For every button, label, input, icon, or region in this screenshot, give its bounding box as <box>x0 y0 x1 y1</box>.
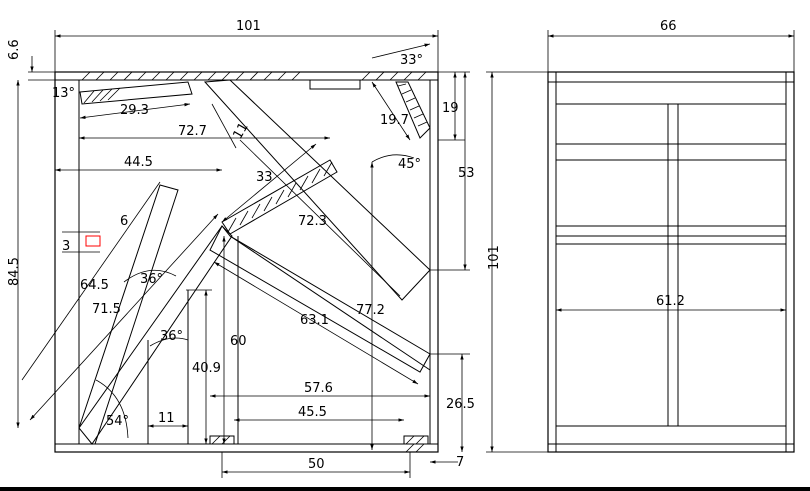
dim-angle-45: 45° <box>398 157 421 172</box>
dim-72-3: 72.3 <box>298 214 327 229</box>
dim-64-5: 64.5 <box>80 278 109 293</box>
dim-45-5: 45.5 <box>298 405 327 420</box>
top-right-brace <box>395 81 431 139</box>
dim-72-7: 72.7 <box>178 124 207 139</box>
dim-11-bottom: 11 <box>158 411 175 426</box>
dim-3: 3 <box>62 239 70 254</box>
side-view <box>486 30 795 453</box>
diagonal-panel-lower-edge <box>229 235 431 371</box>
top-port-slot <box>309 79 361 90</box>
foot-hatch <box>211 435 425 453</box>
dim-57-6: 57.6 <box>304 381 333 396</box>
dim-50: 50 <box>308 457 325 472</box>
dim-11-diagonal: 11 <box>230 120 251 142</box>
red-marker <box>85 235 101 247</box>
dim-19-7: 19.7 <box>380 113 409 128</box>
section-dimension-lines <box>16 30 470 478</box>
dim-77-2: 77.2 <box>356 303 385 318</box>
top-left-brace-hatch <box>83 87 121 104</box>
dim-angle-33: 33° <box>400 53 423 68</box>
dim-60: 60 <box>230 334 247 349</box>
dim-19: 19 <box>442 101 459 116</box>
top-left-brace <box>79 81 193 105</box>
dim-angle-36-b: 36° <box>160 329 183 344</box>
dim-top-thickness: 6.6 <box>7 39 22 60</box>
dim-width: 101 <box>236 19 261 34</box>
dim-depth: 66 <box>660 19 677 34</box>
dim-angle-54: 54° <box>106 414 129 429</box>
side-outline <box>547 71 795 453</box>
top-hatch <box>81 71 427 81</box>
dim-6: 6 <box>120 214 128 229</box>
center-brace <box>667 103 679 427</box>
dim-53: 53 <box>458 166 475 181</box>
dim-26-5: 26.5 <box>446 397 475 412</box>
dim-61-2: 61.2 <box>656 294 685 309</box>
dim-71-5: 71.5 <box>92 302 121 317</box>
dim-7: 7 <box>456 455 464 470</box>
dim-63-1: 63.1 <box>300 313 329 328</box>
dim-101-vertical: 101 <box>487 245 502 270</box>
diagonal-panel-lower <box>209 225 431 373</box>
dim-33: 33 <box>256 170 273 185</box>
dimension-labels: 101 66 6.6 13° 29.3 72.7 11 44.5 33 33° … <box>7 19 685 472</box>
dim-angle-36-a: 36° <box>140 272 163 287</box>
dim-44-5: 44.5 <box>124 155 153 170</box>
dim-angle-13: 13° <box>52 86 75 101</box>
dim-40-9: 40.9 <box>192 361 221 376</box>
dim-84-5: 84.5 <box>7 257 22 286</box>
dim-29-3: 29.3 <box>120 103 149 118</box>
